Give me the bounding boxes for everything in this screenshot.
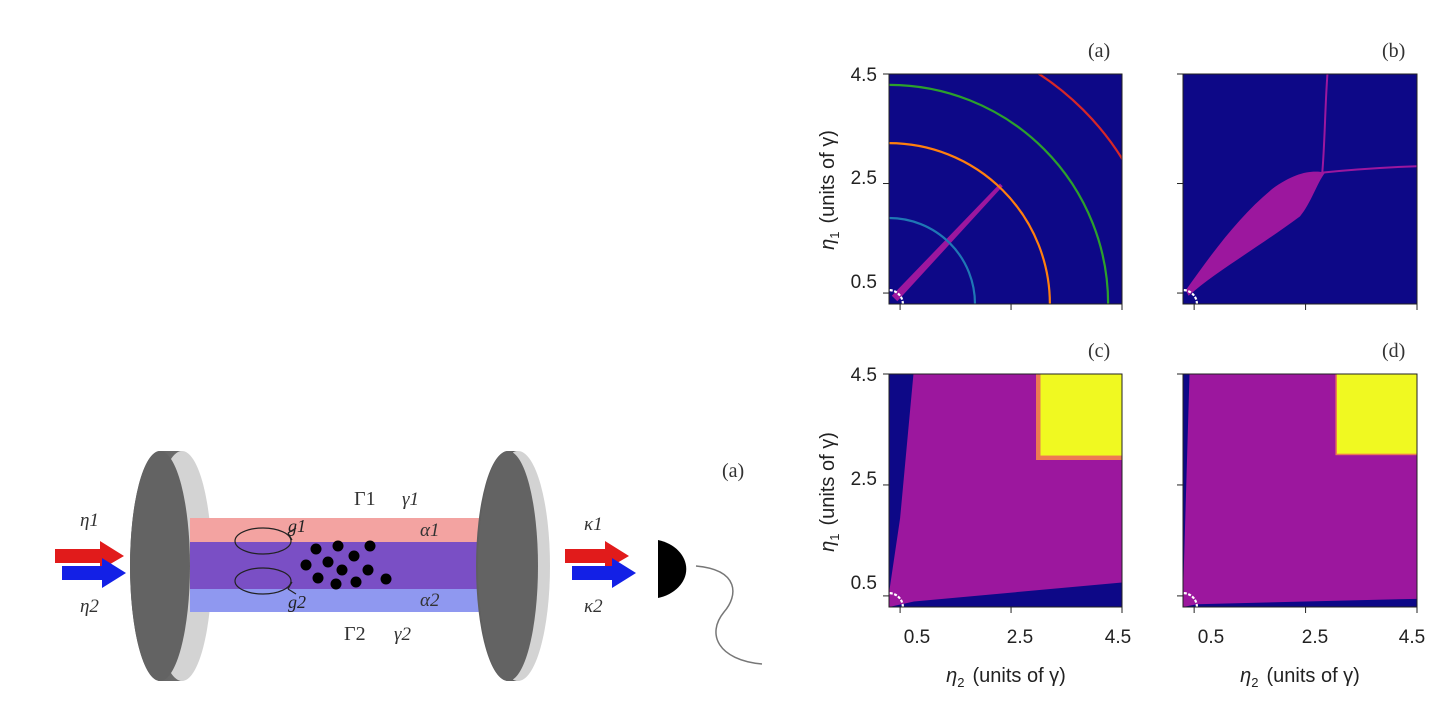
coupling-label-g2: g2 xyxy=(288,592,306,612)
beam-overlap xyxy=(190,542,502,589)
x-tick-label: 2.5 xyxy=(1007,627,1033,648)
panel-a: (a) xyxy=(888,40,1123,305)
y-tick-label: 4.5 xyxy=(851,65,877,86)
x-axis-label-right: η2(units of γ) xyxy=(1240,665,1360,690)
panel-b-label: (b) xyxy=(1382,40,1405,62)
x-tick-label: 0.5 xyxy=(1198,627,1224,648)
panel-c-marker-arc xyxy=(889,592,904,607)
panel-b-branch-top xyxy=(1321,74,1329,173)
x-tick-labels-left: 0.5 2.5 4.5 xyxy=(904,627,1131,648)
output-label-kappa2: κ2 xyxy=(584,596,603,617)
panel-b: (b) xyxy=(1182,40,1418,305)
output-arrows xyxy=(565,541,636,588)
panel-c-label: (c) xyxy=(1088,340,1110,362)
output-label-kappa1: κ1 xyxy=(584,514,603,535)
y-axis-label-top: η1(units of γ) xyxy=(817,130,842,250)
y-tick-label: 4.5 xyxy=(851,365,877,386)
y-tick-label: 2.5 xyxy=(851,168,877,189)
panel-a-arc-4 xyxy=(1036,74,1122,161)
panel-c-bright-region xyxy=(1040,374,1122,456)
schematic-panel-label: (a) xyxy=(722,460,744,482)
panel-a-region xyxy=(891,183,1003,302)
decay-label-gamma1: γ1 xyxy=(402,489,419,510)
decay-label-gamma2: γ2 xyxy=(394,624,411,645)
atom-cloud xyxy=(300,540,392,590)
x-tick-label: 4.5 xyxy=(1105,627,1131,648)
x-axis-label-left: η2(units of γ) xyxy=(946,665,1066,690)
y-tick-labels-top: 4.5 2.5 0.5 xyxy=(851,65,877,293)
y-tick-label: 2.5 xyxy=(851,469,877,490)
y-tick-labels-bottom: 4.5 2.5 0.5 xyxy=(851,365,877,594)
plot-grid: (a) (b) (c) xyxy=(817,40,1425,690)
decay-label-Gamma2: Γ2 xyxy=(344,623,366,645)
panel-a-marker-arc xyxy=(889,289,904,304)
panel-d: (d) xyxy=(1182,340,1418,608)
axis-ticks xyxy=(883,73,1418,613)
panel-a-arc-2 xyxy=(889,142,1051,304)
coupling-label-g1: g1 xyxy=(288,516,306,536)
input-label-eta1: η1 xyxy=(80,510,99,531)
x-tick-labels-right: 0.5 2.5 4.5 xyxy=(1198,627,1425,648)
y-axis-label-bottom: η1(units of γ) xyxy=(817,432,842,552)
panel-a-arc-3 xyxy=(889,83,1110,304)
panel-b-region xyxy=(1185,171,1326,296)
cavity-schematic: (a) η1 η2 κ1 κ2 Γ1 γ1 Γ2 γ2 g1 g2 α1 α2 xyxy=(55,451,763,681)
input-arrows xyxy=(55,541,126,588)
panel-d-bright-region xyxy=(1335,374,1417,456)
x-tick-label: 0.5 xyxy=(904,627,930,648)
right-mirror xyxy=(476,451,550,681)
panel-b-branch-right xyxy=(1322,165,1417,174)
coupling-loops xyxy=(234,527,297,595)
panel-c: (c) xyxy=(888,340,1123,608)
field-label-alpha2: α2 xyxy=(420,590,440,611)
input-label-eta2: η2 xyxy=(80,596,99,617)
x-tick-label: 2.5 xyxy=(1302,627,1328,648)
x-tick-label: 4.5 xyxy=(1399,627,1425,648)
left-mirror xyxy=(130,451,212,681)
detector-icon xyxy=(658,540,763,665)
y-tick-label: 0.5 xyxy=(851,272,877,293)
decay-label-Gamma1: Γ1 xyxy=(354,488,376,510)
panel-d-marker-arc xyxy=(1183,591,1199,607)
field-label-alpha1: α1 xyxy=(420,520,439,541)
y-tick-label: 0.5 xyxy=(851,573,877,594)
panel-d-label: (d) xyxy=(1382,340,1405,362)
panel-b-marker-arc xyxy=(1183,288,1199,304)
panel-a-arc-1 xyxy=(889,216,977,304)
panel-a-label: (a) xyxy=(1088,40,1110,62)
